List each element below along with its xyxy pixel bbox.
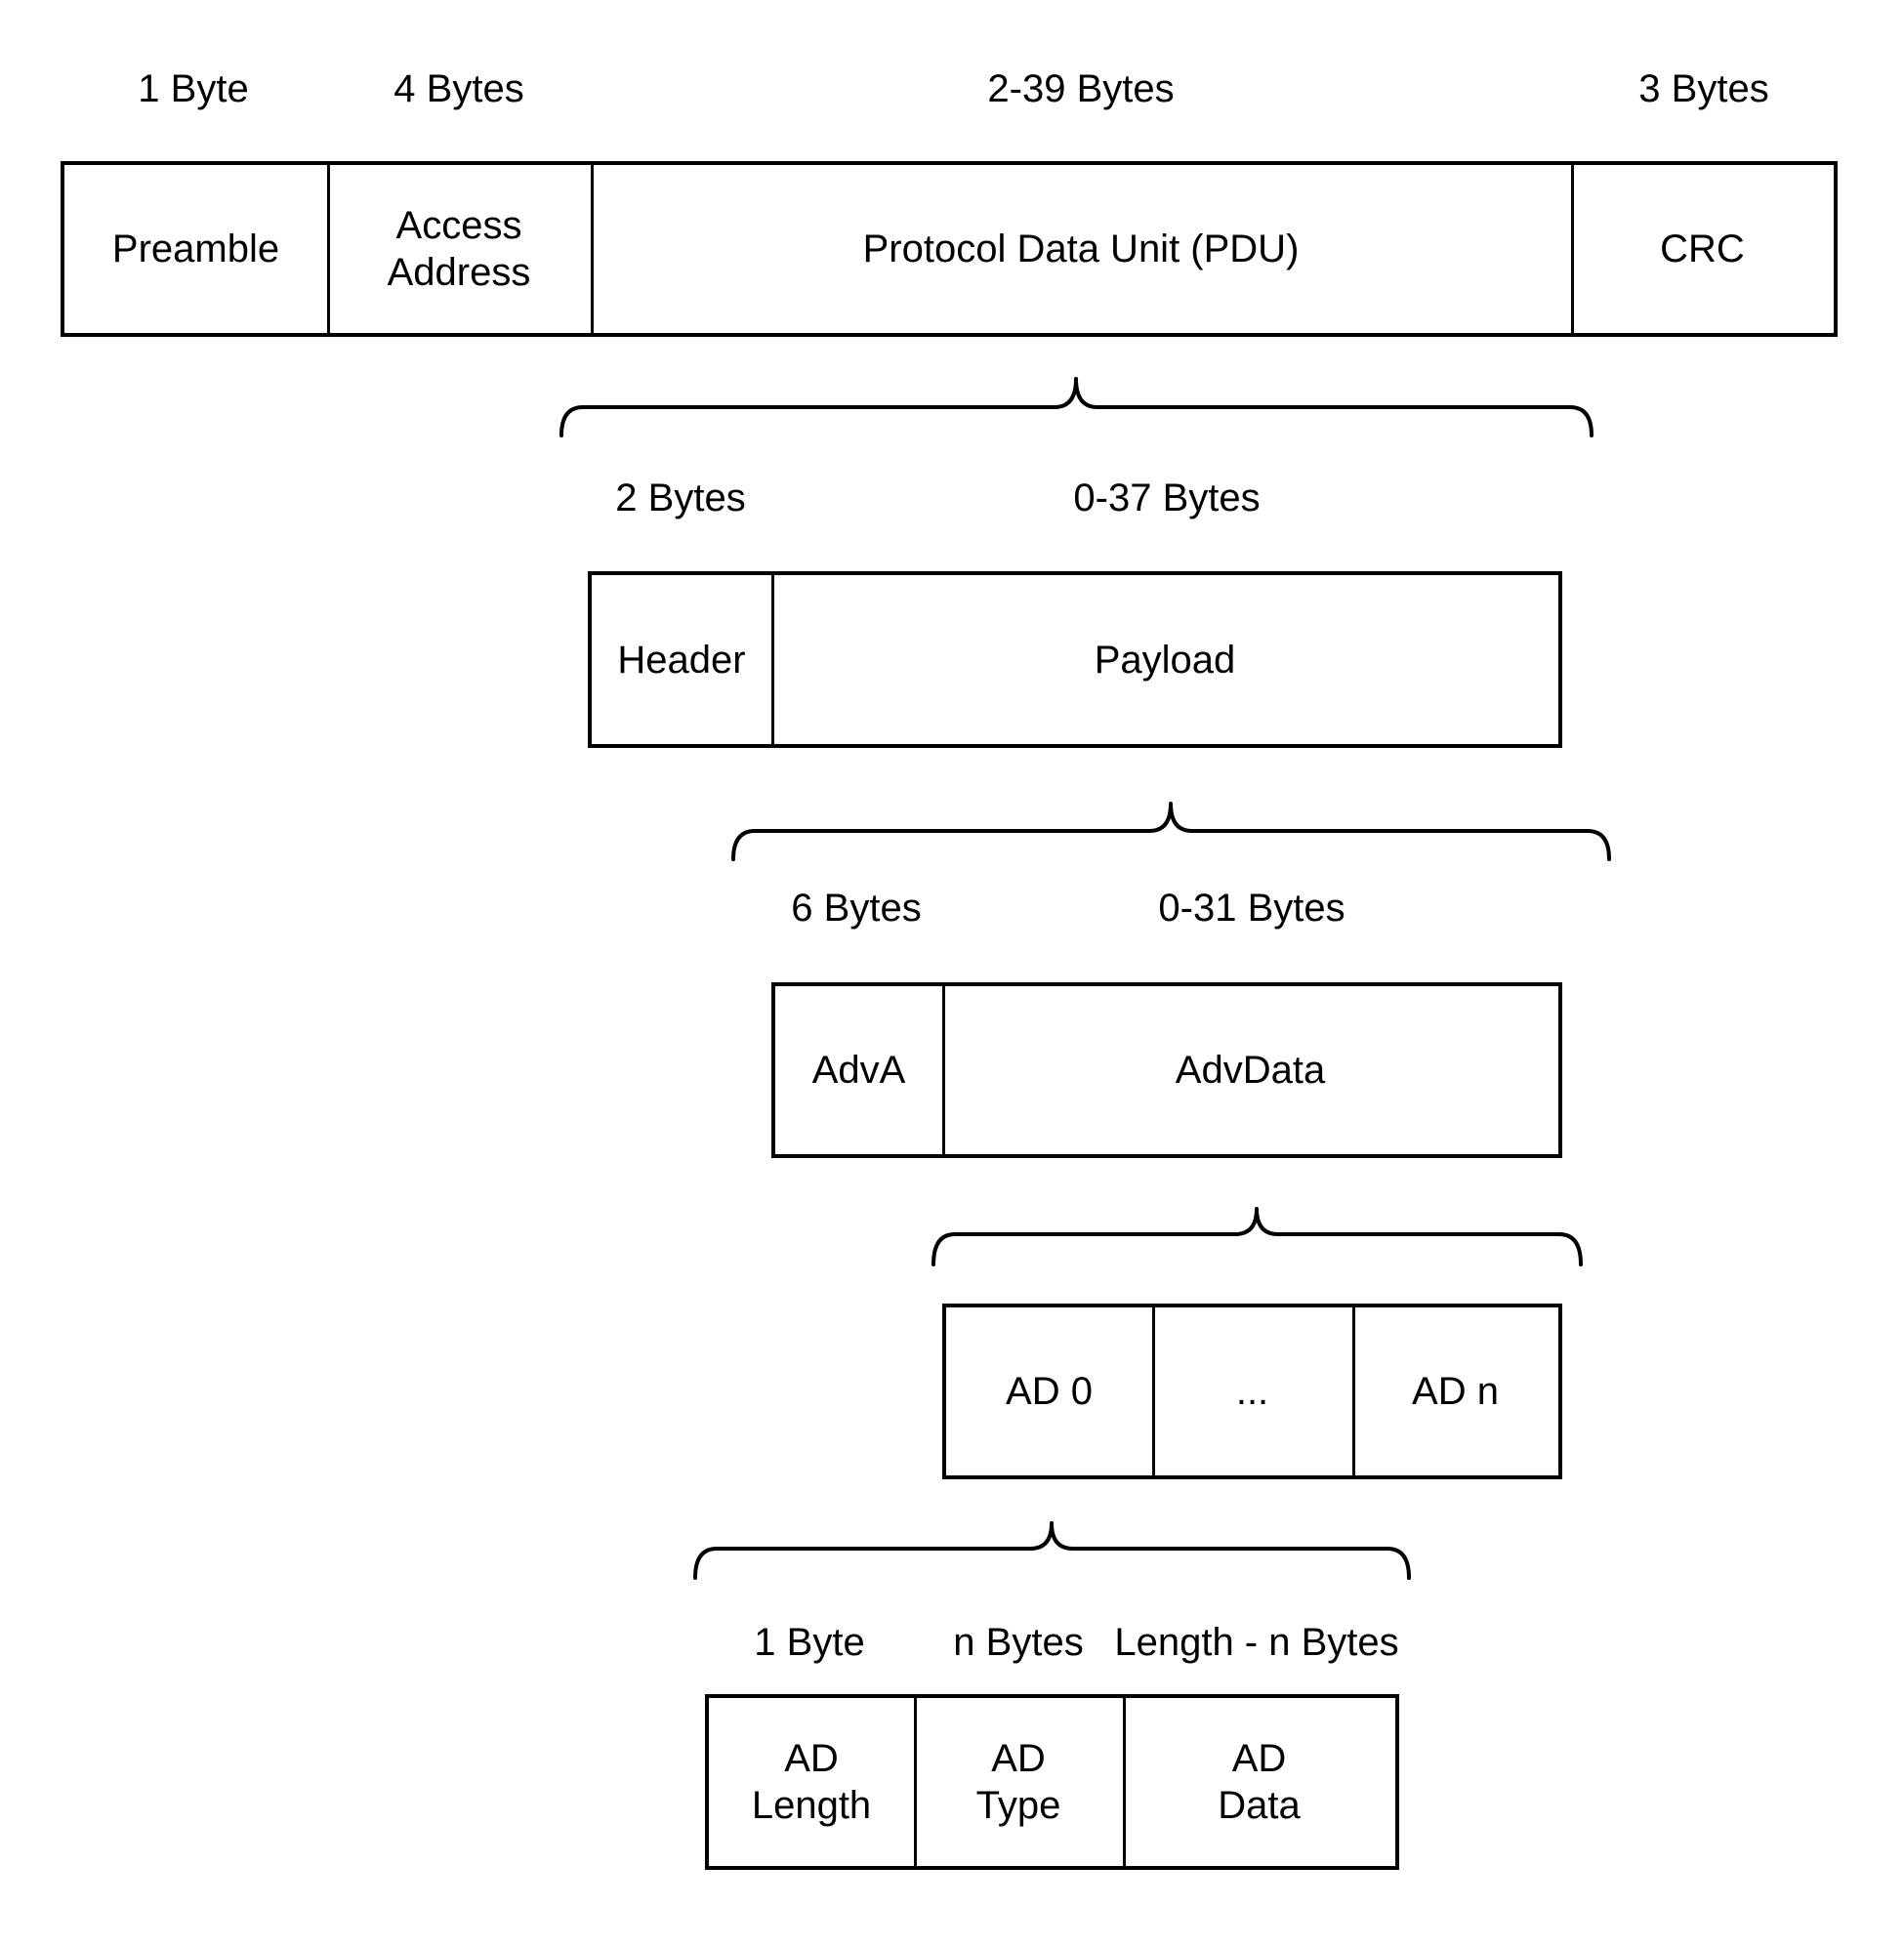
cell-adva: AdvA bbox=[811, 1049, 906, 1092]
cell-preamble: Preamble bbox=[111, 228, 280, 270]
size-label-payload: 0-37 Bytes bbox=[1073, 477, 1261, 519]
cell-ad-ellipsis: ... bbox=[1235, 1370, 1269, 1413]
cell-ad-n: AD n bbox=[1412, 1370, 1499, 1413]
size-label-crc: 3 Bytes bbox=[1638, 67, 1769, 110]
cell-pdu: Protocol Data Unit (PDU) bbox=[862, 228, 1300, 270]
cell-ad-length: AD Length bbox=[751, 1737, 872, 1827]
cell-payload: Payload bbox=[1094, 638, 1236, 682]
cell-ad-data: AD Data bbox=[1218, 1737, 1301, 1827]
divider-adtype-addata bbox=[1123, 1698, 1126, 1866]
cell-ad-type: AD Type bbox=[975, 1737, 1061, 1827]
size-label-preamble: 1 Byte bbox=[138, 67, 249, 110]
size-label-advdata: 0-31 Bytes bbox=[1158, 887, 1345, 930]
divider-access-pdu bbox=[591, 165, 594, 333]
brace-advdata-to-ad-list bbox=[931, 1207, 1583, 1266]
pdu-breakdown-box: Header Payload bbox=[588, 571, 1562, 748]
size-label-access-address: 4 Bytes bbox=[393, 67, 524, 110]
size-label-ad-type: n Bytes bbox=[953, 1621, 1084, 1664]
divider-ad0-ellipsis bbox=[1152, 1307, 1155, 1475]
divider-adlength-adtype bbox=[914, 1698, 917, 1866]
ad-structure-box: AD Length AD Type AD Data bbox=[705, 1694, 1399, 1870]
size-label-ad-length: 1 Byte bbox=[754, 1621, 865, 1664]
brace-payload-to-adva-advdata bbox=[731, 802, 1611, 861]
brace-pdu-to-header-payload bbox=[559, 377, 1594, 437]
divider-ellipsis-adn bbox=[1352, 1307, 1355, 1475]
size-label-ad-data: Length - n Bytes bbox=[1114, 1621, 1399, 1664]
divider-preamble-access bbox=[327, 165, 330, 333]
divider-pdu-crc bbox=[1571, 165, 1574, 333]
cell-header: Header bbox=[617, 638, 746, 682]
cell-advdata: AdvData bbox=[1175, 1049, 1326, 1092]
packet-row-box: Preamble Access Address Protocol Data Un… bbox=[61, 161, 1838, 337]
size-label-pdu: 2-39 Bytes bbox=[987, 67, 1175, 110]
divider-header-payload bbox=[771, 575, 774, 744]
cell-access-address: Access Address bbox=[387, 204, 531, 294]
size-label-header: 2 Bytes bbox=[615, 477, 746, 519]
cell-ad-0: AD 0 bbox=[1006, 1370, 1093, 1413]
brace-ad0-to-ad-structure bbox=[693, 1521, 1411, 1580]
payload-breakdown-box: AdvA AdvData bbox=[771, 982, 1562, 1158]
advdata-breakdown-box: AD 0 ... AD n bbox=[942, 1304, 1562, 1479]
size-label-adva: 6 Bytes bbox=[791, 887, 922, 930]
divider-adva-advdata bbox=[942, 986, 945, 1154]
cell-crc: CRC bbox=[1660, 228, 1745, 270]
